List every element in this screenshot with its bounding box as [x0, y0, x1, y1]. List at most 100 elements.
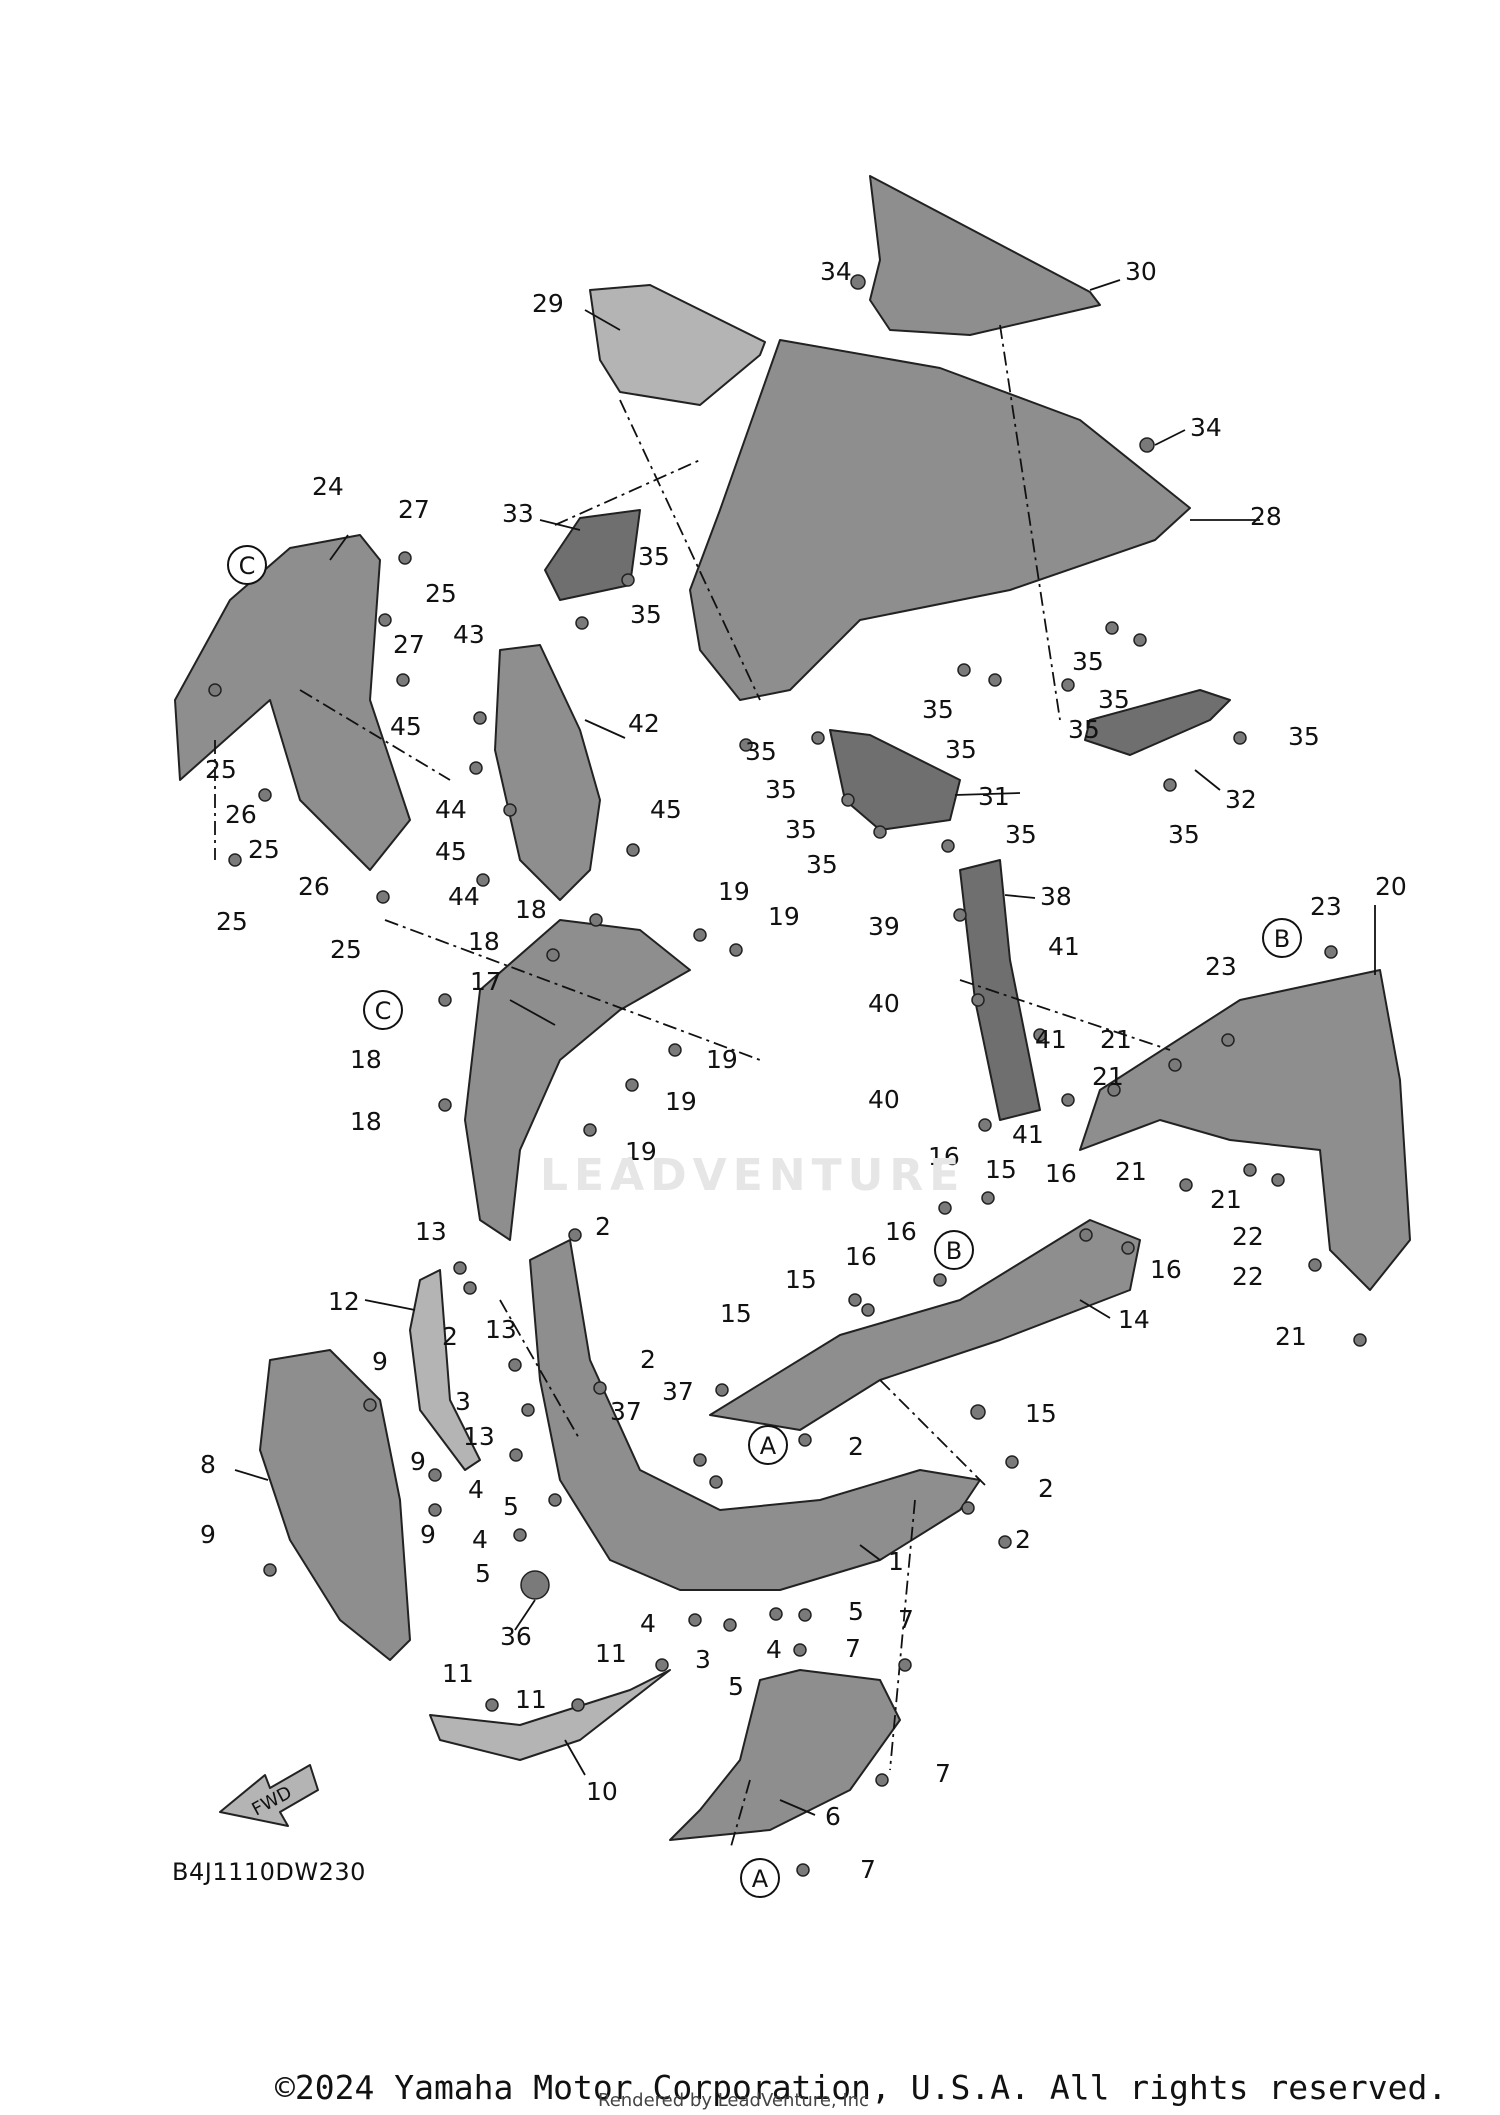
callout-45: 45 — [650, 795, 682, 824]
callout-30: 30 — [1125, 257, 1157, 286]
callout-31: 31 — [978, 782, 1010, 811]
assembly-lines — [214, 324, 1171, 1851]
part-17-fender — [464, 919, 691, 1241]
callout-16: 16 — [1045, 1159, 1077, 1188]
callout-21: 21 — [1210, 1185, 1242, 1214]
part-38-stay — [959, 859, 1041, 1121]
callout-16: 16 — [1150, 1255, 1182, 1284]
callout-2: 2 — [595, 1212, 611, 1241]
callout-21: 21 — [1275, 1322, 1307, 1351]
callout-16: 16 — [885, 1217, 917, 1246]
callout-45: 45 — [390, 712, 422, 741]
part-32-plate — [1084, 689, 1231, 756]
callout-35: 35 — [785, 815, 817, 844]
callout-20: 20 — [1375, 872, 1407, 901]
callout-5: 5 — [848, 1597, 864, 1626]
callout-5: 5 — [728, 1672, 744, 1701]
diagram-code: B4J1110DW230 — [172, 1858, 366, 1886]
callout-27: 27 — [398, 495, 430, 524]
callout-14: 14 — [1118, 1305, 1150, 1334]
callout-10: 10 — [586, 1777, 618, 1806]
callout-19: 19 — [665, 1087, 697, 1116]
svg-text:C: C — [375, 997, 392, 1025]
callout-4: 4 — [766, 1635, 782, 1664]
watermark-text: LEADVENTURE — [540, 1150, 966, 1201]
callout-7: 7 — [860, 1855, 876, 1884]
callout-7: 7 — [845, 1634, 861, 1663]
callout-11: 11 — [442, 1659, 474, 1688]
callout-41: 41 — [1012, 1120, 1044, 1149]
callout-5: 5 — [475, 1559, 491, 1588]
callout-42: 42 — [628, 709, 660, 738]
callout-4: 4 — [640, 1609, 656, 1638]
callout-25: 25 — [425, 579, 457, 608]
callout-18: 18 — [350, 1107, 382, 1136]
callout-13: 13 — [463, 1422, 495, 1451]
callout-19: 19 — [706, 1045, 738, 1074]
callout-15: 15 — [785, 1265, 817, 1294]
callout-19: 19 — [768, 902, 800, 931]
callout-2: 2 — [640, 1345, 656, 1374]
callout-7: 7 — [935, 1759, 951, 1788]
callout-35: 35 — [745, 737, 777, 766]
callout-3: 3 — [695, 1645, 711, 1674]
svg-text:B: B — [1274, 925, 1290, 953]
callout-33: 33 — [502, 499, 534, 528]
fastener-markers — [208, 274, 1367, 1877]
callout-35: 35 — [765, 775, 797, 804]
callout-5: 5 — [503, 1492, 519, 1521]
part-14-floor-panel — [709, 1219, 1141, 1431]
callout-18: 18 — [468, 927, 500, 956]
part-20-right-fender — [1079, 969, 1411, 1291]
callout-44: 44 — [448, 882, 480, 911]
callout-18: 18 — [515, 895, 547, 924]
callout-45: 45 — [435, 837, 467, 866]
render-credit: Rendered by LeadVenture, Inc — [598, 2090, 869, 2111]
callout-15: 15 — [720, 1299, 752, 1328]
callout-37: 37 — [662, 1377, 694, 1406]
svg-text:C: C — [239, 552, 256, 580]
callout-12: 12 — [328, 1287, 360, 1316]
callout-29: 29 — [532, 289, 564, 318]
callout-28: 28 — [1250, 502, 1282, 531]
svg-text:A: A — [760, 1432, 777, 1460]
callout-43: 43 — [453, 620, 485, 649]
callout-9: 9 — [200, 1520, 216, 1549]
callout-35: 35 — [638, 542, 670, 571]
part-28-hood — [689, 339, 1191, 701]
callout-36: 36 — [500, 1622, 532, 1651]
callout-15: 15 — [1025, 1399, 1057, 1428]
callout-23: 23 — [1310, 892, 1342, 921]
part-31-bracket — [829, 729, 961, 831]
callout-35: 35 — [1098, 685, 1130, 714]
callout-25: 25 — [205, 755, 237, 784]
fwd-arrow-icon — [219, 1764, 319, 1827]
svg-text:A: A — [752, 1865, 769, 1893]
callout-13: 13 — [415, 1217, 447, 1246]
callout-22: 22 — [1232, 1262, 1264, 1291]
callout-35: 35 — [1005, 820, 1037, 849]
callout-44: 44 — [435, 795, 467, 824]
callout-39: 39 — [868, 912, 900, 941]
callout-34: 34 — [1190, 413, 1222, 442]
callout-2: 2 — [848, 1432, 864, 1461]
svg-text:B: B — [946, 1237, 962, 1265]
callout-25: 25 — [216, 907, 248, 936]
callout-40: 40 — [868, 1085, 900, 1114]
callout-35: 35 — [1168, 820, 1200, 849]
callout-4: 4 — [472, 1525, 488, 1554]
callout-labels: 30 34 29 34 33 28 35 35 35 35 35 35 35 3… — [200, 257, 1407, 1884]
callout-26: 26 — [298, 872, 330, 901]
callout-25: 25 — [248, 835, 280, 864]
callout-4: 4 — [468, 1475, 484, 1504]
callout-35: 35 — [630, 600, 662, 629]
callout-38: 38 — [1040, 882, 1072, 911]
copyright-notice: ©2024 Yamaha Motor Corporation, U.S.A. A… — [275, 2068, 1448, 2107]
callout-2: 2 — [1038, 1474, 1054, 1503]
callout-1: 1 — [888, 1547, 904, 1576]
callout-16: 16 — [845, 1242, 877, 1271]
part-12-trim — [409, 1269, 481, 1471]
callout-16: 16 — [928, 1142, 960, 1171]
callout-3: 3 — [455, 1387, 471, 1416]
